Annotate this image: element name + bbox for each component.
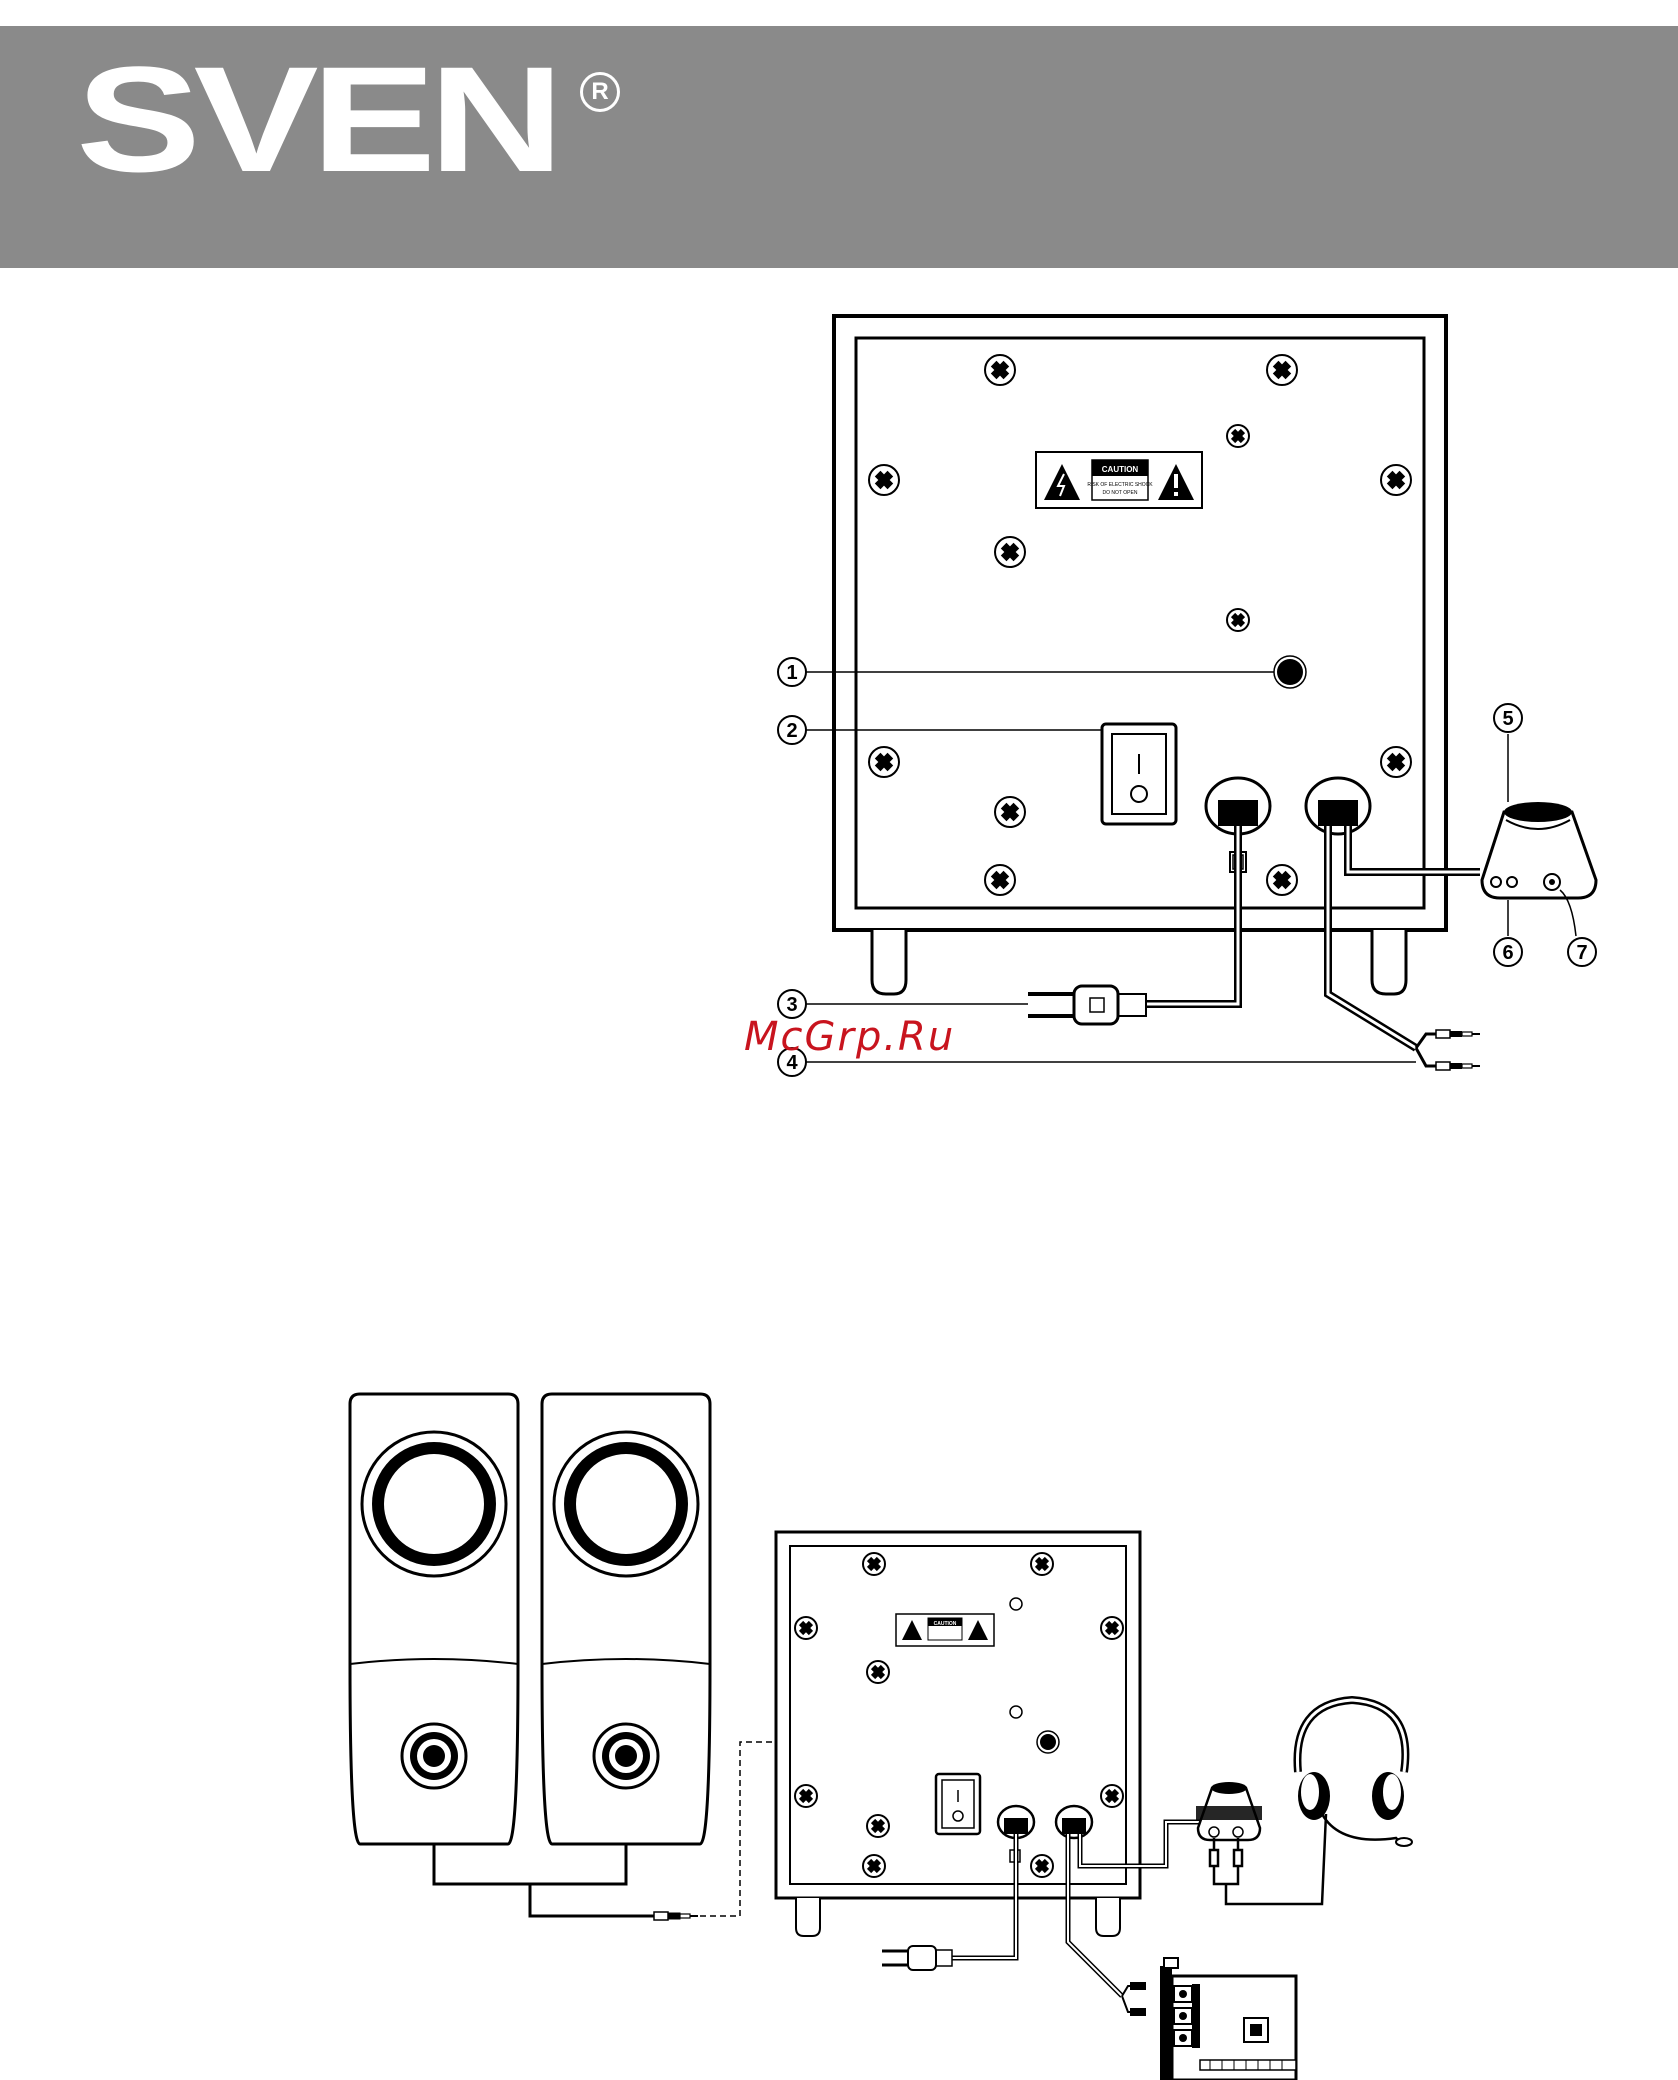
caution-label: CAUTION RISK OF ELECTRIC SHOCK DO NOT OP… [1036, 452, 1202, 508]
sound-card [1160, 1958, 1296, 2080]
signal-cable-grommet [1306, 778, 1370, 834]
svg-text:3: 3 [786, 994, 797, 1016]
svg-text:7: 7 [1576, 942, 1587, 964]
callout-5: 5 [1494, 704, 1522, 732]
subwoofer-connection-view: CAUTION [776, 1532, 1140, 1936]
satellite-speaker-left [350, 1394, 518, 1844]
callout-1: 1 [778, 658, 806, 686]
volume-control-pod-small[interactable] [1196, 1782, 1262, 1840]
subwoofer-rear-panel [834, 316, 1446, 994]
watermark-text: McGrp.Ru [744, 1014, 955, 1060]
audio-input-jack[interactable] [1274, 656, 1306, 688]
caution-subtext-2: DO NOT OPEN [1103, 490, 1138, 496]
caution-title: CAUTION [1102, 465, 1139, 474]
callout-7: 7 [1568, 938, 1596, 966]
power-switch[interactable] [1102, 724, 1176, 824]
svg-text:5: 5 [1502, 708, 1513, 730]
svg-text:1: 1 [786, 662, 797, 684]
volume-control-pod[interactable] [1482, 802, 1596, 898]
callout-6: 6 [1494, 938, 1522, 966]
headset-icon [1297, 1700, 1412, 1846]
callout-2: 2 [778, 716, 806, 744]
caution-title-small: CAUTION [934, 1621, 957, 1627]
satellite-speaker-right [542, 1394, 710, 1844]
caution-subtext: RISK OF ELECTRIC SHOCK [1087, 482, 1153, 488]
svg-text:2: 2 [786, 720, 797, 742]
svg-text:6: 6 [1502, 942, 1513, 964]
